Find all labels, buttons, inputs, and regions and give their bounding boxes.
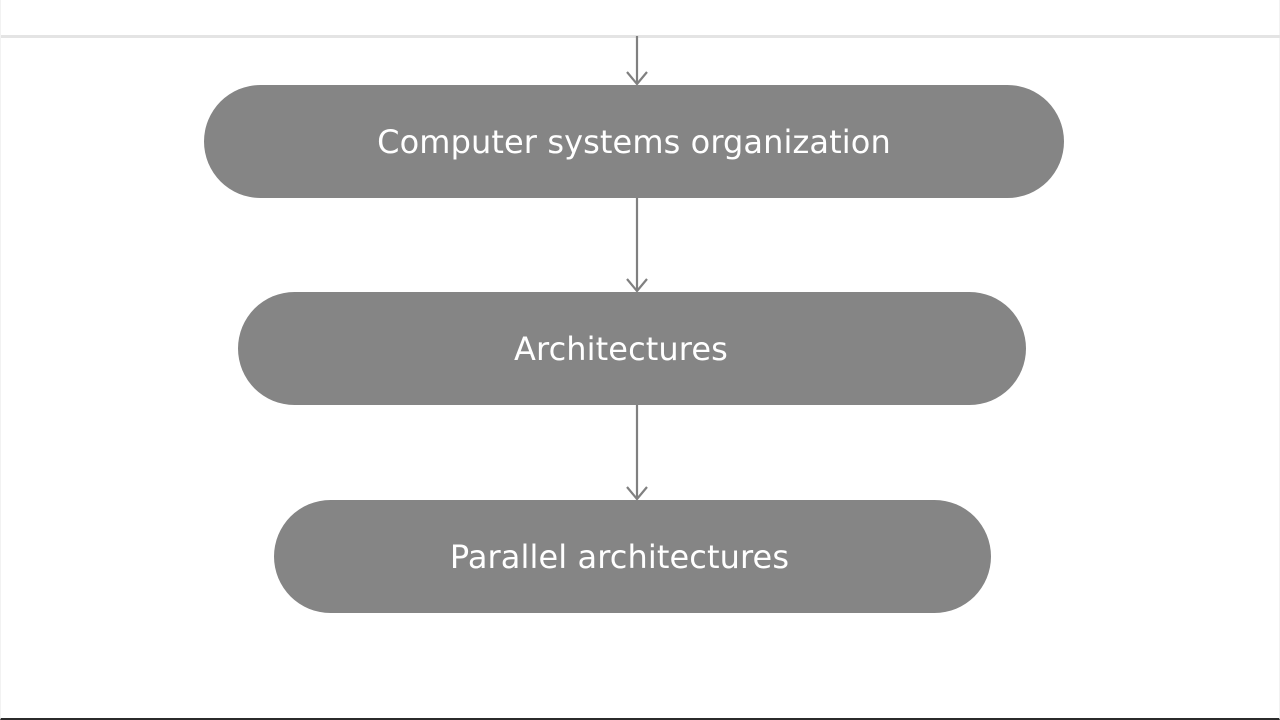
node-label: Parallel architectures (449, 537, 790, 576)
node-architectures[interactable]: Architectures (238, 292, 1026, 405)
node-label: Computer systems organization (377, 122, 891, 161)
connector-csorg-to-architectures (626, 198, 648, 293)
node-computer-systems-organization[interactable]: Computer systems organization (204, 85, 1064, 198)
connector-architectures-to-parallel (626, 405, 648, 501)
top-divider (1, 35, 1280, 38)
node-parallel-architectures[interactable]: Parallel architectures (274, 500, 991, 613)
connector-incoming-to-csorg (626, 36, 648, 86)
node-label: Architectures (514, 329, 728, 368)
